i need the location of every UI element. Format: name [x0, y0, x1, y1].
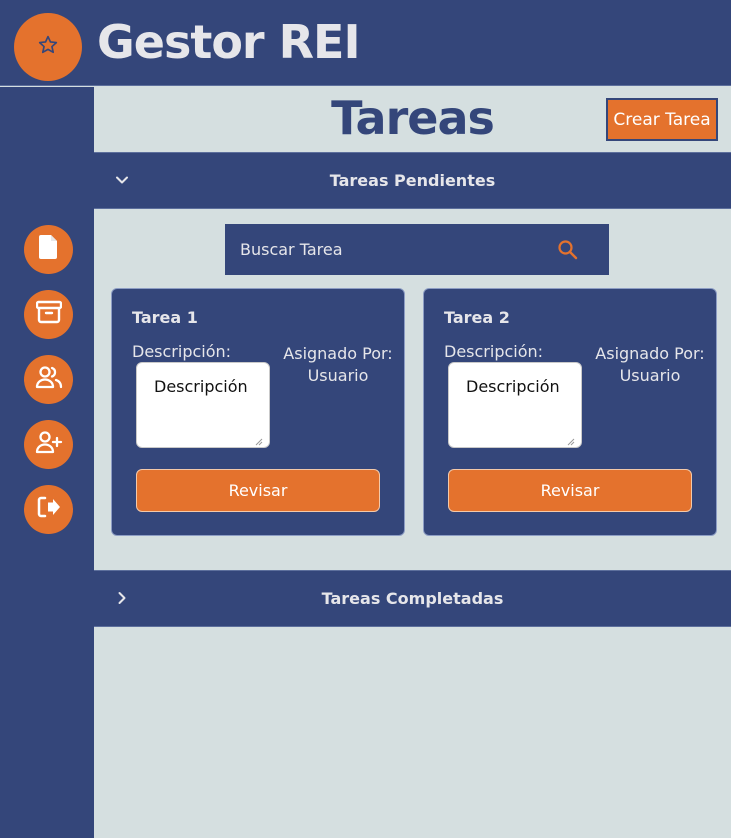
users-icon — [35, 365, 63, 394]
completed-tasks-label: Tareas Completadas — [321, 589, 504, 608]
task-card: Tarea 1 Descripción: Asignado Por: Usuar… — [111, 288, 405, 536]
description-label: Descripción: — [132, 342, 232, 361]
pending-tasks-header[interactable]: Tareas Pendientes — [94, 152, 731, 209]
top-bar: Gestor REI — [0, 0, 731, 86]
task-title: Tarea 1 — [132, 308, 198, 327]
pending-tasks-label: Tareas Pendientes — [329, 171, 496, 190]
sidebar-item-documents[interactable] — [24, 225, 73, 274]
create-task-button[interactable]: Crear Tarea — [606, 98, 718, 141]
assigned-by-user: Usuario — [307, 366, 369, 385]
resize-grip-icon[interactable] — [255, 433, 263, 451]
resize-grip-icon[interactable] — [567, 433, 575, 451]
search-bar — [225, 224, 609, 275]
archive-icon — [35, 300, 62, 329]
logout-icon — [36, 495, 62, 524]
completed-tasks-header[interactable]: Tareas Completadas — [94, 570, 731, 627]
document-icon — [37, 234, 61, 265]
description-field[interactable]: Descripción — [136, 362, 270, 448]
description-field[interactable]: Descripción — [448, 362, 582, 448]
app-title: Gestor REI — [97, 15, 361, 69]
sidebar-item-add-user[interactable] — [24, 420, 73, 469]
assigned-by-label: Asignado Por: — [283, 344, 393, 363]
star-icon — [37, 34, 59, 61]
assigned-by-user: Usuario — [619, 366, 681, 385]
assigned-by-label: Asignado Por: — [595, 344, 705, 363]
sidebar-item-logout[interactable] — [24, 485, 73, 534]
description-label: Descripción: — [444, 342, 544, 361]
page-title: Tareas — [331, 91, 495, 145]
task-card: Tarea 2 Descripción: Asignado Por: Usuar… — [423, 288, 717, 536]
search-icon[interactable] — [557, 239, 579, 266]
sidebar-item-users[interactable] — [24, 355, 73, 404]
add-user-icon — [35, 430, 63, 459]
task-title: Tarea 2 — [444, 308, 510, 327]
sidebar-item-archive[interactable] — [24, 290, 73, 339]
app-logo[interactable] — [14, 13, 82, 81]
review-button[interactable]: Revisar — [448, 469, 692, 512]
chevron-right-icon — [115, 591, 129, 610]
chevron-down-icon — [115, 173, 129, 192]
review-button[interactable]: Revisar — [136, 469, 380, 512]
search-input[interactable] — [225, 224, 555, 275]
